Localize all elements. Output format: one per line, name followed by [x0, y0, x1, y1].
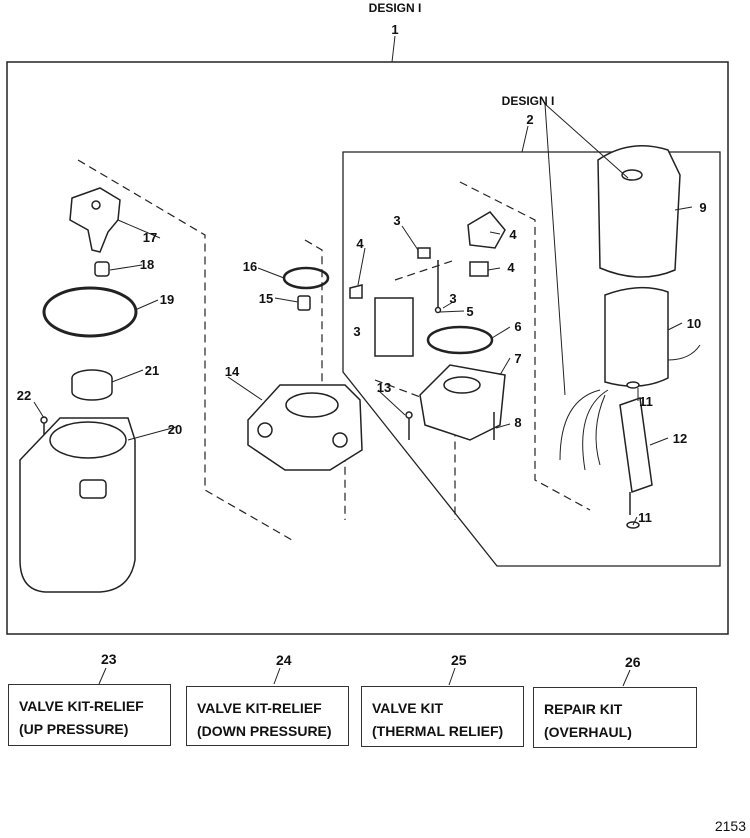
kit-box-relief-up: VALVE KIT-RELIEF (UP PRESSURE) [8, 684, 171, 746]
kit-line1: VALVE KIT-RELIEF [197, 700, 322, 716]
callout-3: 3 [393, 213, 400, 228]
kit-number-25: 25 [451, 652, 467, 668]
callout-15: 15 [259, 291, 273, 306]
kit-number-24: 24 [276, 652, 292, 668]
part-19-o-ring [42, 286, 138, 338]
part-3-4-brush-holders [349, 211, 506, 357]
part-20-reservoir [19, 417, 136, 593]
callout-10: 10 [687, 316, 701, 331]
callout-8: 8 [514, 415, 521, 430]
callout-11: 11 [638, 510, 652, 525]
callout-14: 14 [225, 364, 240, 379]
part-9-motor-cover [597, 145, 681, 278]
callout-4: 4 [509, 227, 517, 242]
callout-1: 1 [391, 22, 398, 37]
part-17-pump-cover [69, 187, 121, 253]
part-10-field-frame [604, 286, 701, 387]
part-14-pump-body [247, 384, 363, 471]
kit-line1: VALVE KIT [372, 700, 444, 716]
kit-line1: REPAIR KIT [544, 701, 623, 717]
callout-19: 19 [160, 292, 174, 307]
callout-4: 4 [507, 260, 515, 275]
part-13-screw [405, 411, 413, 440]
kit-line2: (DOWN PRESSURE) [197, 723, 332, 739]
callout-6: 6 [514, 319, 521, 334]
part-21-cap [71, 369, 113, 401]
callout-22: 22 [17, 388, 31, 403]
part-16-o-ring [282, 266, 330, 290]
part-15-check-valve [297, 295, 311, 311]
callout-12: 12 [673, 431, 687, 446]
callout-7: 7 [514, 351, 521, 366]
assembly-frame [6, 61, 729, 635]
callout-17: 17 [143, 230, 157, 245]
callout-18: 18 [140, 257, 154, 272]
callout-3: 3 [353, 324, 360, 339]
kit-line1: VALVE KIT-RELIEF [19, 698, 144, 714]
callout-21: 21 [145, 363, 159, 378]
callout-2: 2 [526, 112, 533, 127]
callout-13: 13 [377, 380, 391, 395]
part-18-fitting [94, 261, 110, 277]
callout-9: 9 [699, 200, 706, 215]
kit-number-23: 23 [101, 651, 117, 667]
part-6-o-ring [426, 325, 494, 355]
kit-line2: (OVERHAUL) [544, 724, 632, 740]
kit-box-relief-down: VALVE KIT-RELIEF (DOWN PRESSURE) [186, 686, 349, 746]
reference-number: 2153 [714, 818, 746, 834]
design-label: DESIGN I [369, 1, 422, 15]
callout-20: 20 [168, 422, 182, 437]
kit-line2: (UP PRESSURE) [19, 721, 129, 737]
callout-4: 4 [356, 236, 364, 251]
part-7-end-cap [419, 364, 506, 441]
design-label-sub: DESIGN I [502, 94, 555, 108]
callout-5: 5 [466, 304, 473, 319]
kit-number-26: 26 [625, 654, 641, 670]
brush-leads [559, 389, 609, 471]
part-12-armature [619, 396, 653, 515]
callout-3: 3 [449, 291, 456, 306]
kit-box-thermal-relief: VALVE KIT (THERMAL RELIEF) [361, 686, 524, 747]
kit-box-repair-overhaul: REPAIR KIT (OVERHAUL) [533, 687, 697, 748]
callout-16: 16 [243, 259, 257, 274]
alignment-line [459, 181, 591, 511]
alignment-line [77, 159, 293, 541]
callout-11: 11 [639, 394, 653, 409]
kit-line2: (THERMAL RELIEF) [372, 723, 504, 739]
